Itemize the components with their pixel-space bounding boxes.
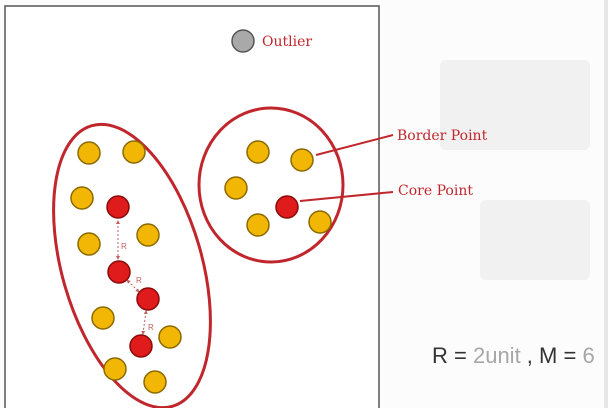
core-point-callout-line	[299, 191, 394, 202]
border-point	[70, 186, 94, 210]
border-point	[91, 306, 115, 330]
core-point	[107, 260, 131, 284]
border-point	[246, 140, 270, 164]
border-point	[143, 370, 167, 394]
core-point	[106, 195, 130, 219]
radius-param-value: 2unit	[472, 343, 521, 368]
core-point-label: Core Point	[398, 183, 473, 199]
cluster-right-outline	[197, 106, 345, 264]
border-point	[103, 357, 127, 381]
background-shape	[480, 200, 590, 280]
radius-label: R	[121, 242, 127, 251]
border-point	[77, 141, 101, 165]
border-point	[77, 232, 101, 256]
border-point	[158, 325, 182, 349]
radius-label: R	[136, 276, 142, 285]
border-point-label: Border Point	[397, 128, 488, 144]
parameter-formula: R = 2unit , M = 6	[432, 343, 595, 369]
border-point-callout-line	[315, 134, 394, 156]
cluster-left-outline	[52, 122, 212, 408]
core-point	[129, 334, 153, 358]
right-edge-strip	[604, 0, 608, 408]
background-shape	[440, 60, 590, 150]
border-point	[308, 210, 332, 234]
border-point	[224, 176, 248, 200]
outlier-label: Outlier	[262, 34, 312, 50]
border-point	[246, 213, 270, 237]
outlier-point	[231, 29, 255, 53]
core-point	[136, 287, 160, 311]
border-point	[290, 148, 314, 172]
core-point	[275, 195, 299, 219]
min-points-param-value: 6	[582, 343, 595, 368]
radius-param-prefix: R =	[432, 343, 473, 368]
border-point	[136, 223, 160, 247]
plot-frame	[4, 5, 380, 408]
min-points-param-prefix: , M =	[520, 343, 583, 368]
radius-label: R	[148, 323, 154, 332]
radius-arrow	[141, 310, 148, 335]
border-point	[122, 140, 146, 164]
